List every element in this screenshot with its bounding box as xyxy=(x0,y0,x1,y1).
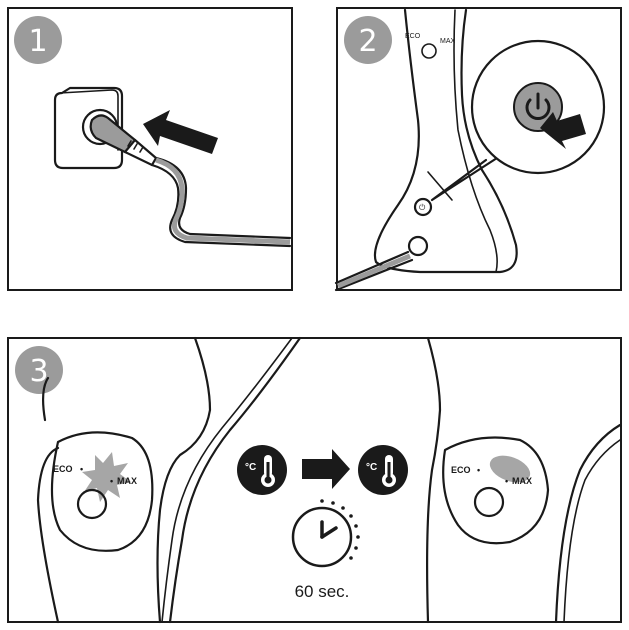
left-eco-label: ECO xyxy=(53,464,73,474)
thermo-unit-right: °C xyxy=(366,462,377,473)
left-mode-button[interactable] xyxy=(76,488,108,520)
timer-label: 60 sec. xyxy=(295,582,350,601)
step-2-number: 2 xyxy=(358,24,377,59)
step-1-number: 1 xyxy=(28,24,47,59)
step-1-badge xyxy=(14,16,62,64)
indicator-glow-icon xyxy=(489,455,531,483)
step-3-number: 3 xyxy=(29,354,48,389)
power-button-small[interactable] xyxy=(413,197,433,217)
zoom-callout xyxy=(430,39,606,202)
plug-icon xyxy=(89,114,292,248)
panel-step-2: 2 ECO MAX ⏻ xyxy=(334,7,622,292)
panel2-eco-label: ECO xyxy=(405,33,421,40)
svg-text:•: • xyxy=(505,476,508,486)
timer-icon: 60 sec. xyxy=(291,499,360,601)
svg-text:•: • xyxy=(110,476,113,486)
left-max-label: MAX xyxy=(117,476,137,486)
thermo-unit-left: °C xyxy=(245,462,256,473)
svg-text:•: • xyxy=(477,465,480,475)
thermometer-icon-right: °C xyxy=(358,445,408,495)
thermometer-icon-left: °C xyxy=(237,445,287,495)
panel2-max-label: MAX xyxy=(440,38,456,45)
arrow-right-icon xyxy=(302,449,350,489)
step-2-badge xyxy=(344,16,392,64)
panel-step-1: 1 xyxy=(7,7,293,291)
left-appliance: ECO • • MAX xyxy=(36,336,302,624)
indicator-flash-icon xyxy=(82,452,131,502)
panel-step-3: 3 ECO • • MAX °C xyxy=(7,336,622,624)
svg-text:⏻: ⏻ xyxy=(419,203,426,212)
appliance-body: ECO MAX ⏻ xyxy=(334,8,518,292)
step-3-badge xyxy=(15,346,63,394)
right-max-label: MAX xyxy=(512,476,532,486)
svg-text:•: • xyxy=(80,464,83,474)
right-mode-button[interactable] xyxy=(473,486,505,518)
press-arrow-icon xyxy=(540,112,586,149)
arrow-left-icon xyxy=(143,110,218,154)
right-eco-label: ECO xyxy=(451,465,471,475)
right-appliance: ECO • • MAX xyxy=(426,336,622,624)
